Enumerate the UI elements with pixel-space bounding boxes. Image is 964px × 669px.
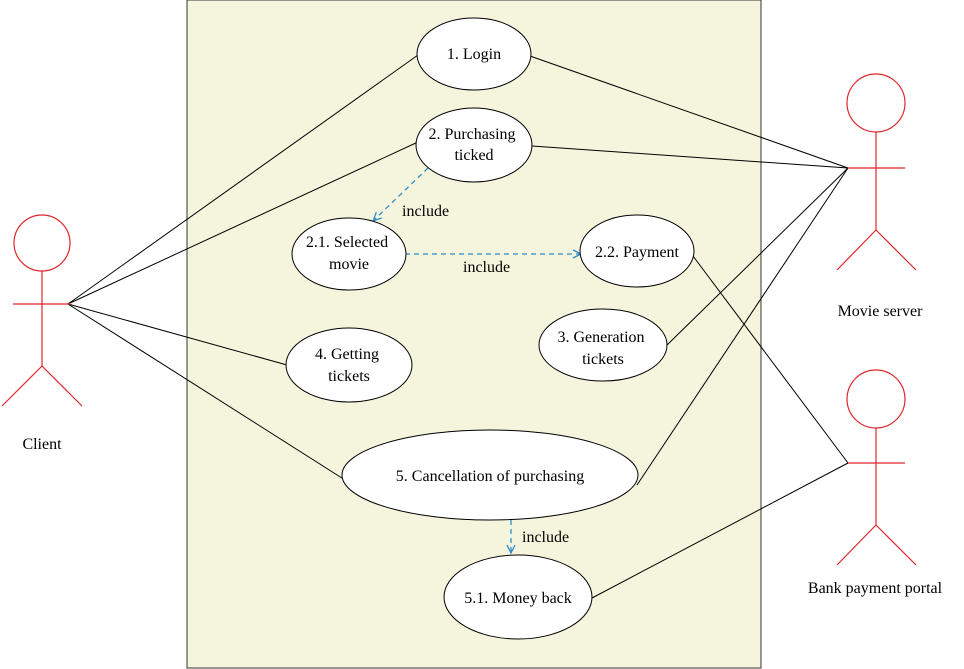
usecase-getting-tickets[interactable]: 4. Getting tickets (285, 327, 413, 403)
usecase-payment-shape (579, 214, 695, 288)
include-dependencies (374, 167, 580, 552)
usecase-getting-tickets-shape (285, 327, 413, 403)
actor-movie-server-label: Movie server (838, 303, 924, 320)
svg-text:2. Purchasing ticked: 2. Purchasing ticked (428, 126, 519, 164)
associations (67, 54, 849, 599)
assoc-moneyback-bank (591, 462, 849, 599)
usecase-generation-tickets-label-line2: tickets (582, 351, 624, 368)
assoc-payment-bank (692, 255, 849, 464)
usecase-money-back-label: 5.1. Money back (464, 590, 572, 607)
include-label-purchasing-selected: include (402, 203, 449, 220)
usecase-selected-movie-shape (291, 217, 407, 291)
actor-client (1, 214, 83, 407)
actor-client-leg-right (41, 365, 83, 407)
usecase-selected-movie[interactable]: 2.1. Selected movie (291, 217, 407, 291)
include-label-cancellation-moneyback: include (522, 529, 569, 546)
usecase-selected-movie-label-line1: 2.1. Selected (306, 234, 388, 251)
svg-text:3. Generation tickets: 3. Generation tickets (557, 329, 648, 368)
usecase-cancellation[interactable]: 5. Cancellation of purchasing (341, 429, 639, 521)
svg-text:2.1. Selected movie: 2.1. Selected movie (306, 234, 392, 273)
actor-client-head (13, 214, 71, 272)
assoc-login-movieserver (529, 55, 849, 169)
usecase-payment[interactable]: 2.2. Payment (579, 214, 695, 288)
actor-bank-head (846, 369, 906, 429)
usecase-cancellation-shape (341, 429, 639, 521)
assoc-purchasing-movieserver (531, 145, 849, 169)
usecase-purchasing-label-line1: 2. Purchasing (428, 126, 515, 143)
actor-client-label: Client (22, 436, 62, 453)
assoc-client-getting (67, 303, 288, 366)
usecase-purchasing[interactable]: 2. Purchasing ticked (415, 107, 533, 183)
svg-text:4. Getting tickets: 4. Getting tickets (315, 346, 383, 385)
usecase-payment-label: 2.2. Payment (595, 244, 680, 261)
usecase-login[interactable]: 1. Login (416, 17, 532, 91)
actor-bank-payment-portal (836, 369, 917, 566)
usecase-cancellation-label: 5. Cancellation of purchasing (396, 468, 584, 485)
assoc-cancellation-movieserver (636, 167, 849, 486)
usecase-money-back[interactable]: 5.1. Money back (443, 554, 593, 640)
usecase-selected-movie-label-line2: movie (329, 256, 369, 273)
include-label-selected-payment: include (463, 259, 510, 276)
actor-bank-leg-right (875, 524, 917, 566)
usecase-purchasing-label-line2: ticked (454, 147, 493, 164)
svg-text:2.2. Payment: 2.2. Payment (595, 244, 680, 261)
actor-bank-leg-left (836, 524, 877, 566)
usecase-generation-tickets[interactable]: 3. Generation tickets (538, 308, 668, 382)
assoc-client-login (67, 54, 419, 305)
svg-text:5. Cancellation of purchasing: 5. Cancellation of purchasing (396, 468, 584, 485)
usecase-purchasing-shape (415, 107, 533, 183)
assoc-generation-movieserver (665, 167, 849, 347)
actor-movie-server (836, 73, 917, 271)
usecase-login-label: 1. Login (447, 46, 501, 63)
actor-client-leg-left (1, 365, 43, 407)
usecase-generation-tickets-label-line1: 3. Generation (557, 329, 644, 346)
usecase-getting-tickets-label-line2: tickets (328, 368, 370, 385)
assoc-client-purchasing (67, 141, 419, 305)
actor-movie-server-head (846, 73, 906, 133)
assoc-client-cancellation (67, 303, 346, 481)
svg-text:5.1. Money back: 5.1. Money back (464, 590, 572, 607)
svg-text:1. Login: 1. Login (447, 46, 501, 63)
usecase-getting-tickets-label-line1: 4. Getting (315, 346, 379, 363)
actor-movie-server-leg-left (836, 229, 877, 271)
actor-movie-server-leg-right (875, 229, 917, 271)
actor-bank-label: Bank payment portal (808, 580, 943, 597)
include-arrow-purchasing-selected (374, 167, 429, 220)
usecase-generation-tickets-shape (538, 308, 668, 382)
usecase-money-back-shape (443, 554, 593, 640)
usecase-login-shape (416, 17, 532, 91)
